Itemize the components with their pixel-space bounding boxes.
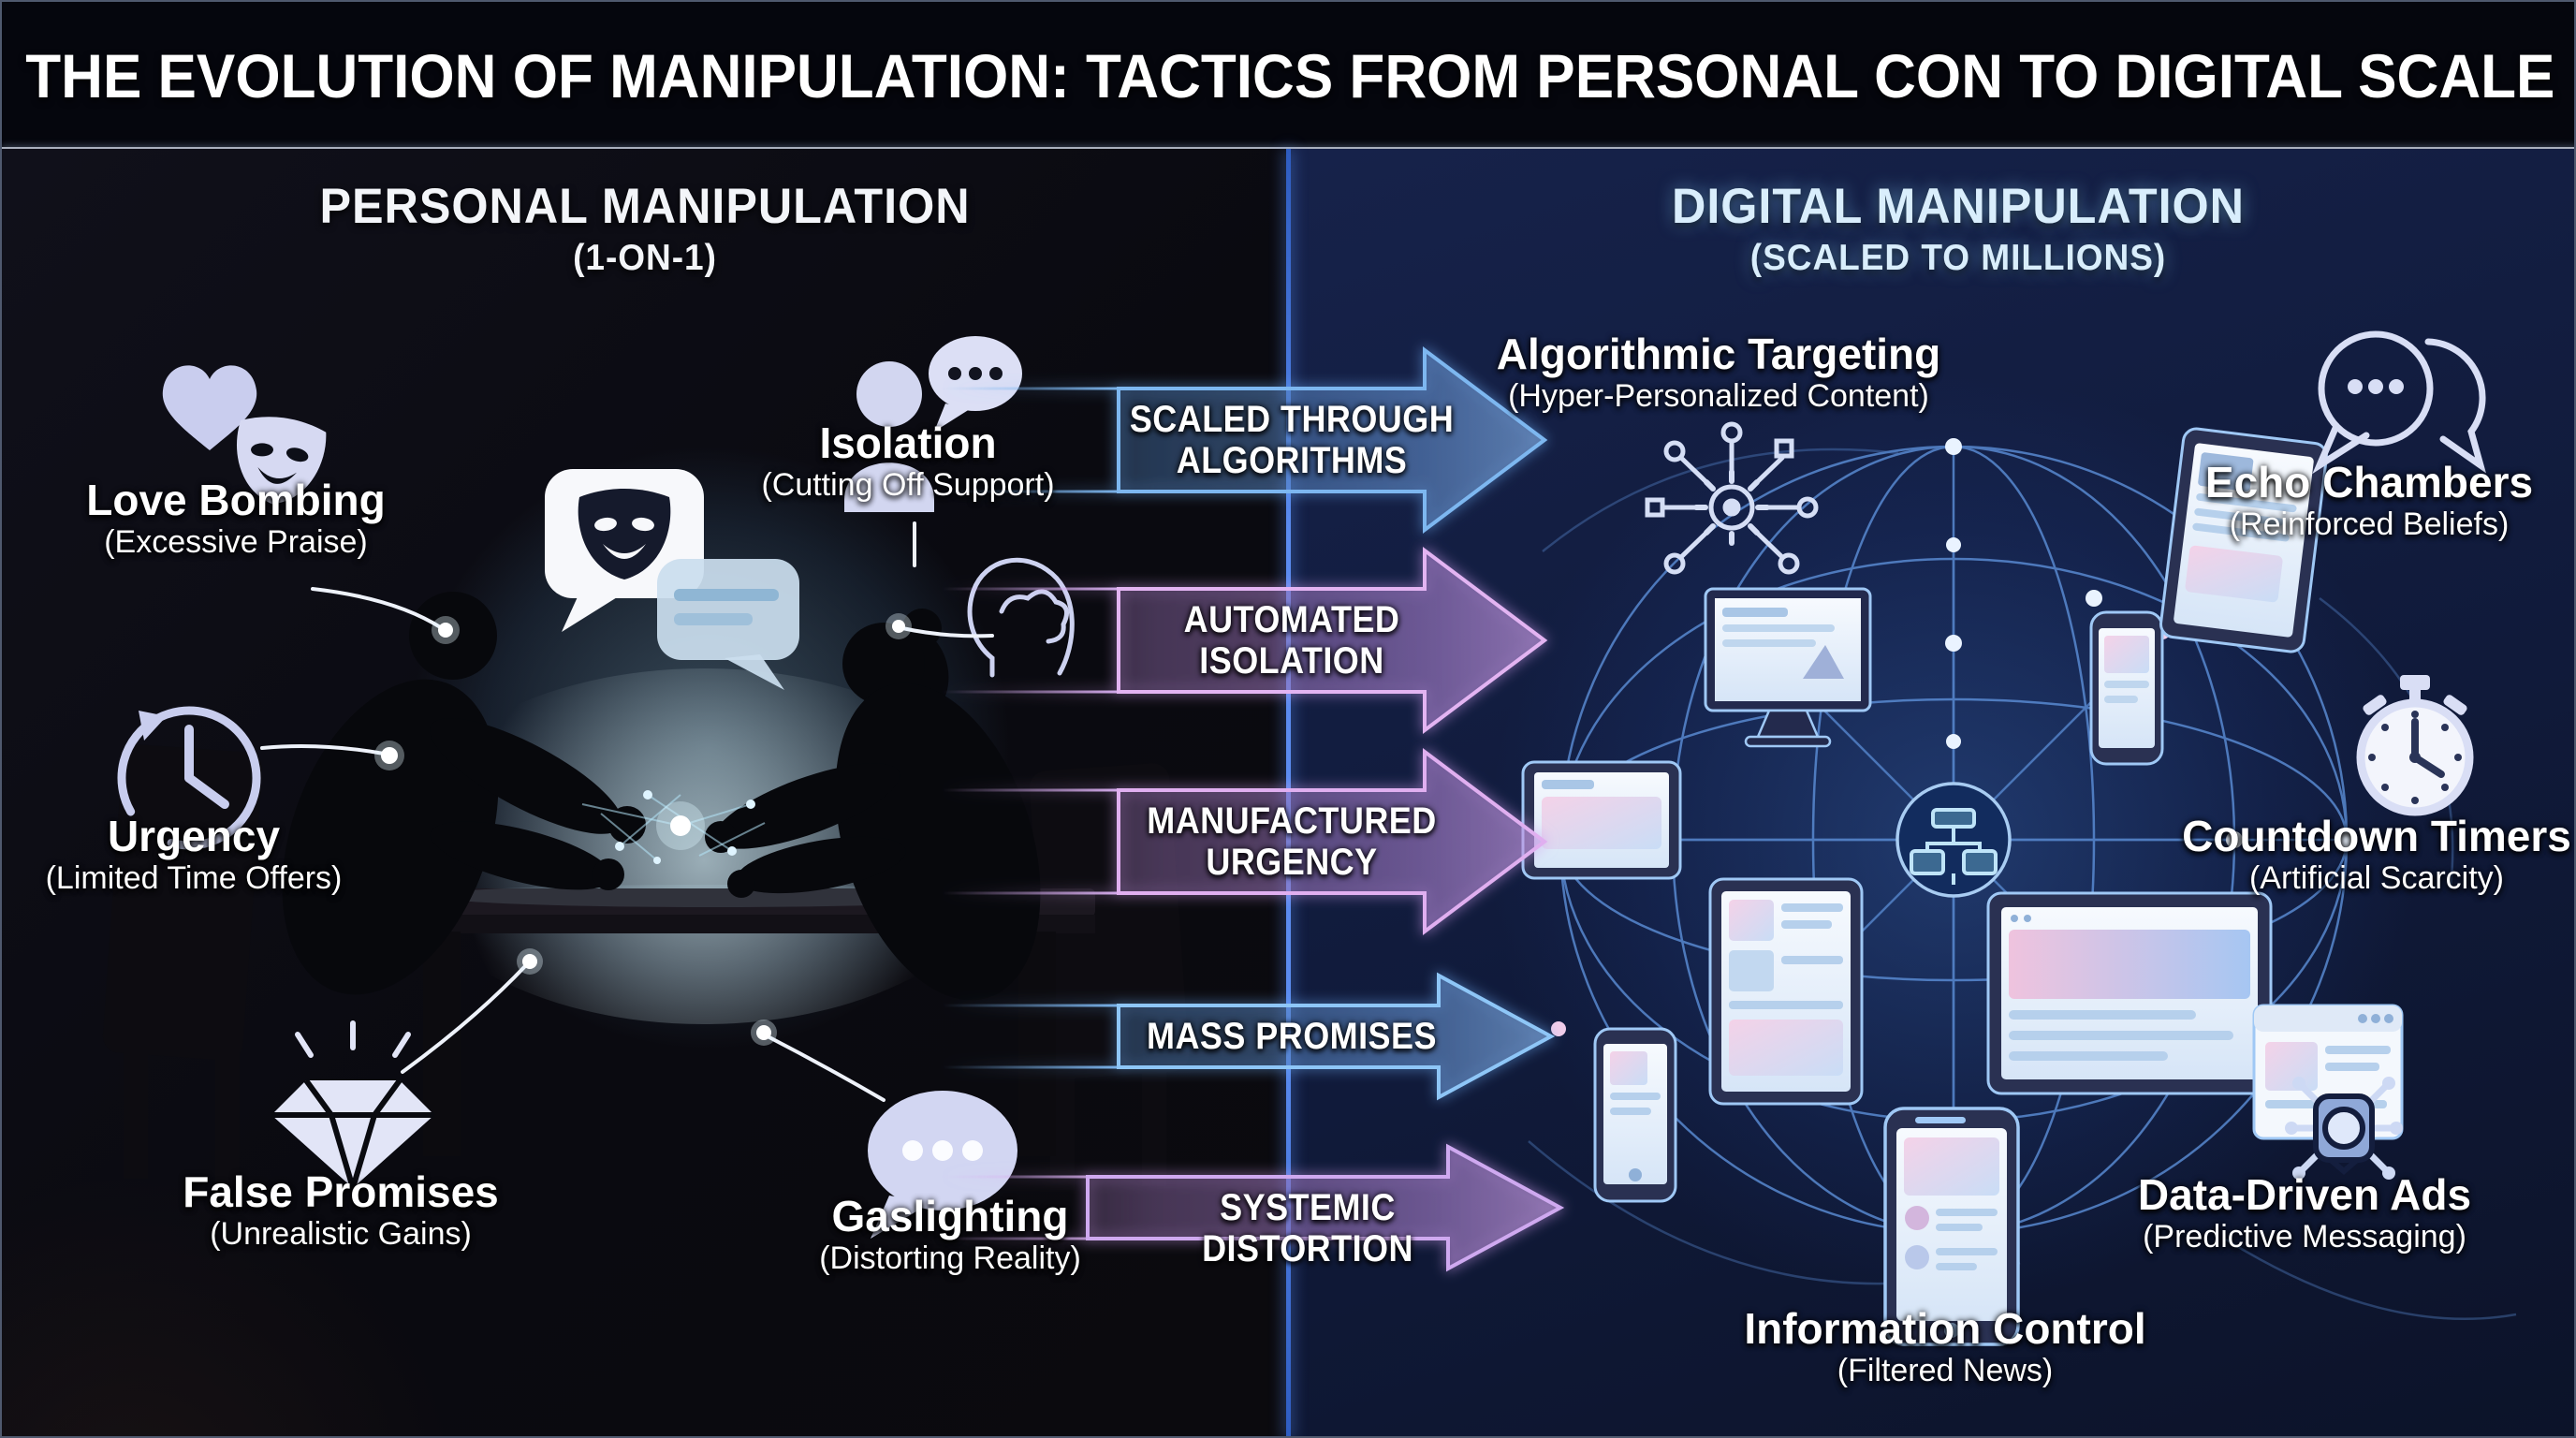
central-hub-icon [1895,782,2012,898]
left-panel-heading: PERSONAL MANIPULATION [319,179,971,234]
chat-bubbles-icon [2312,330,2486,475]
title-bar: THE EVOLUTION OF MANIPULATION: TACTICS F… [2,2,2574,149]
tactic-detail: (Limited Time Offers) [45,859,343,896]
left-panel-subheading: (1-ON-1) [573,238,717,278]
tactic-name: False Promises [183,1167,499,1216]
connector-lines [260,521,994,1102]
tactic-detail: (Hyper-Personalized Content) [1508,377,1929,414]
phone-device-lower-left [1593,1027,1677,1203]
tactic-name: Love Bombing [86,476,386,524]
arrow-label-manufactured-urgency: MANUFACTURED URGENCY [1147,800,1437,883]
tactic-echo-chambers: Echo Chambers (Reinforced Beliefs) [2116,458,2574,543]
right-panel-subheading: (SCALED TO MILLIONS) [1749,238,2167,278]
web-nodes [615,790,755,864]
title-separator [2,147,2574,150]
tactic-detail: (Distorting Reality) [819,1240,1081,1276]
heart-mask-icon [162,365,327,505]
clock-icon [117,706,261,850]
tactic-countdown-timers: Countdown Timers (Artificial Scarcity) [2124,812,2574,897]
tactic-detail: (Reinforced Beliefs) [2229,506,2510,542]
mask-speech-bubble [545,469,704,632]
digital-scene [1521,330,2517,1346]
text-speech-bubble [657,559,799,690]
network-gear-icon [1645,421,1819,575]
arrow-label-mass-promises: MASS PROMISES [1147,1016,1437,1057]
glow-orb [656,801,705,850]
right-panel-heading: DIGITAL MANIPULATION [1672,179,2245,234]
tactic-name: Algorithmic Targeting [1496,330,1941,378]
stopwatch-icon [2356,675,2474,816]
tablet-device-center [1708,877,1864,1106]
tactic-name: Isolation [819,418,997,467]
tactic-data-driven-ads: Data-Driven Ads (Predictive Messaging) [2052,1171,2557,1255]
diamond-icon [271,1020,434,1189]
connector-dots [374,613,912,1046]
tactic-detail: (Predictive Messaging) [2143,1218,2466,1255]
woman-silhouette [705,609,1041,1001]
smartphone-icon [1883,1107,2020,1346]
tactic-information-control: Information Control (Filtered News) [1692,1305,2198,1389]
phone-device-upper [2089,610,2164,766]
tactic-false-promises: False Promises (Unrealistic Gains) [88,1168,593,1253]
tactic-love-bombing: Love Bombing (Excessive Praise) [2,476,489,561]
tactic-urgency: Urgency (Limited Time Offers) [2,812,446,897]
head-brain-icon [967,557,1075,678]
tactic-detail: (Excessive Praise) [104,523,368,560]
tactic-detail: (Cutting Off Support) [761,466,1055,503]
tactic-isolation: Isolation (Cutting Off Support) [655,419,1161,504]
monitor-device [1704,587,1872,748]
tactic-detail: (Artificial Scarcity) [2248,859,2505,896]
person-speech-bubble-icon [844,336,1022,512]
tactic-gaslighting: Gaslighting (Distorting Reality) [697,1193,1203,1277]
tactic-detail: (Filtered News) [1837,1352,2054,1388]
tactic-name: Data-Driven Ads [2137,1170,2472,1219]
tactic-name: Echo Chambers [2204,458,2534,506]
tactic-name: Urgency [107,812,281,860]
tactic-detail: (Unrealistic Gains) [210,1215,472,1252]
arrow-label-automated-isolation: AUTOMATED ISOLATION [1183,599,1400,682]
tablet-device-left [1521,760,1682,880]
tactic-name: Gaslighting [831,1192,1069,1240]
arrow-label-scaled-through-algorithms: SCALED THROUGH ALGORITHMS [1129,399,1455,481]
tactic-name: Countdown Timers [2182,812,2571,860]
man-silhouette [282,592,646,995]
tactic-name: Information Control [1744,1304,2146,1353]
arrow-label-systemic-distortion: SYSTEMIC DISTORTION [1202,1187,1413,1269]
browser-bug-icon [2285,1077,2403,1180]
personal-manipulation-panel [2,149,1290,1436]
tablet-device-large [1986,891,2273,1095]
speech-bubble-dots-icon [868,1091,1017,1239]
page-title: THE EVOLUTION OF MANIPULATION: TACTICS F… [24,40,2555,110]
tablet-device-echo [2159,427,2328,653]
tactic-algorithmic-targeting: Algorithmic Targeting (Hyper-Personalize… [1466,330,1971,415]
